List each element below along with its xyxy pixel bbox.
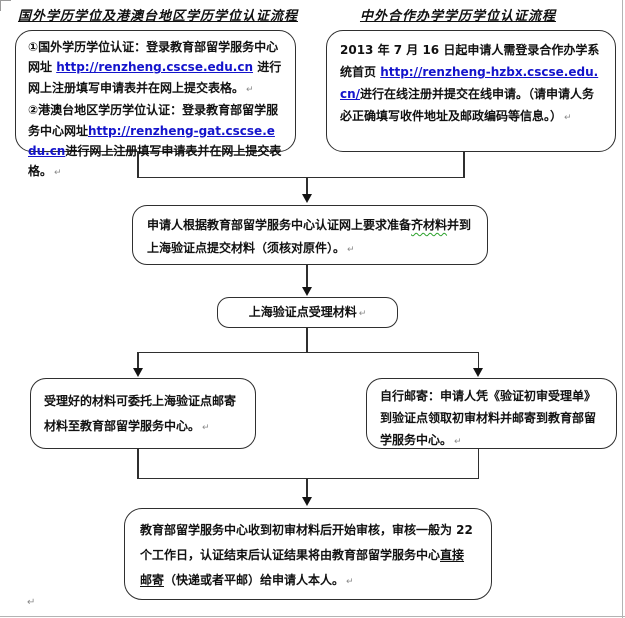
box-entrust-mailing: 受理好的材料可委托上海验证点邮寄材料至教育部留学服务中心。↵: [30, 378, 256, 449]
connector-line: [306, 479, 308, 497]
text-segment: 进行网上注册填写申请表并在网上提交表格。: [28, 60, 282, 95]
page-corner-mark: [0, 0, 11, 11]
arrow-down-icon: [301, 497, 312, 506]
paragraph-mark: ↵: [27, 597, 36, 608]
text-segment: 上海验证点受理材料: [248, 305, 357, 319]
page-right-border: [622, 0, 623, 618]
box-overseas-application: ①国外学历学位认证：登录教育部留学服务中心网址 http://renzheng.…: [15, 30, 296, 178]
box-shanghai-accept: 上海验证点受理材料↵: [217, 297, 398, 328]
connector-line: [306, 178, 308, 195]
text-segment: 受理好的材料可委托上海验证点邮寄材料至教育部留学服务中心。: [44, 394, 237, 433]
connector-line: [463, 152, 465, 178]
text-segment: 申请人根据教育部留学服务中心认证网上要求准备: [147, 218, 412, 232]
connector-line: [306, 265, 308, 288]
text-segment: ↵: [246, 84, 254, 95]
text-segment: ②港澳台地区学历学位认证：登录教育部留学服务中心网址: [28, 103, 279, 138]
text-segment: 2013 年 7 月 16 日起申请人需登录合作办学系统首页: [340, 43, 600, 79]
page-bottom-border: [0, 616, 625, 617]
connector-line: [306, 328, 308, 353]
arrow-down-icon: [132, 368, 143, 377]
connector-line: [477, 353, 479, 368]
text-segment: 齐材料: [411, 218, 448, 232]
connector-line: [137, 449, 139, 479]
hyperlink[interactable]: http://renzheng-gat.cscse.edu.cn: [28, 123, 275, 159]
text-segment: 并到上海验证点提交材料（须核对原件）。: [147, 218, 472, 255]
connector-line: [137, 176, 465, 178]
text-segment: ①国外学历学位认证：登录教育部留学服务中心网址: [28, 40, 279, 75]
title-overseas-flow: 国外学历学位及港澳台地区学历学位认证流程: [17, 9, 298, 24]
text-segment: 教育部留学服务中心收到初审材料后开始审核，审核一般为 22 个工作日，认证结束后…: [140, 523, 473, 562]
text-segment: 自行邮寄：申请人凭《验证初审受理单》到验证点领取初审材料并邮寄到教育部留学服务中…: [380, 389, 597, 447]
text-segment: 直接邮寄: [140, 548, 465, 587]
box-self-mailing: 自行邮寄：申请人凭《验证初审受理单》到验证点领取初审材料并邮寄到教育部留学服务中…: [366, 378, 617, 449]
text-segment: ↵: [564, 113, 572, 123]
arrow-down-icon: [301, 194, 312, 203]
text-segment: ↵: [202, 423, 210, 433]
hyperlink[interactable]: http://renzheng.cscse.edu.cn: [56, 60, 254, 75]
connector-line: [137, 152, 139, 178]
box-joint-program-application: 2013 年 7 月 16 日起申请人需登录合作办学系统首页 http://re…: [326, 30, 616, 152]
text-segment: ↵: [346, 577, 354, 587]
box-review-result: 教育部留学服务中心收到初审材料后开始审核，审核一般为 22 个工作日，认证结束后…: [124, 508, 492, 600]
connector-line: [477, 449, 479, 479]
text-segment: ↵: [454, 437, 462, 447]
text-segment: 进行网上注册填写申请表并在网上提交表格。: [28, 144, 282, 179]
connector-line: [137, 477, 479, 479]
hyperlink[interactable]: http://renzheng-hzbx.cscse.edu.cn/: [340, 65, 599, 101]
text-segment: ↵: [358, 309, 367, 319]
text-segment: 进行在线注册并提交在线申请。（请申请人务必正确填写收件地址及邮政编码等信息。）: [340, 87, 595, 123]
title-joint-flow: 中外合作办学学历学位认证流程: [359, 9, 556, 24]
arrow-down-icon: [301, 287, 312, 296]
text-segment: ↵: [347, 245, 355, 255]
text-segment: ↵: [54, 168, 62, 179]
box-prepare-materials: 申请人根据教育部留学服务中心认证网上要求准备齐材料并到上海验证点提交材料（须核对…: [132, 205, 488, 265]
arrow-down-icon: [472, 368, 483, 377]
connector-line: [137, 351, 479, 353]
connector-line: [137, 353, 139, 368]
text-segment: （快递或者平邮）给申请人本人。: [164, 573, 345, 587]
